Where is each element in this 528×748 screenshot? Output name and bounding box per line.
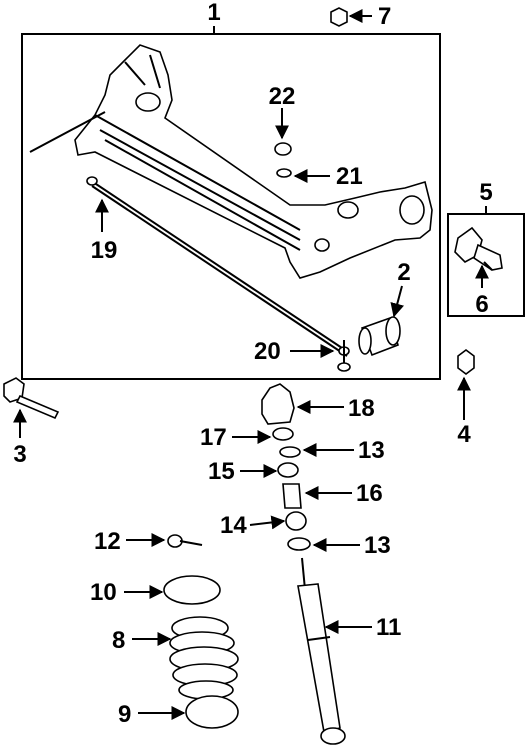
bolt-3	[3, 377, 60, 420]
callout-12: 12	[94, 528, 121, 555]
callout-6: 6	[475, 291, 488, 318]
callout-11: 11	[376, 614, 401, 641]
bump-stop	[261, 383, 295, 425]
callout-3: 3	[13, 441, 26, 468]
sleeve-16	[282, 483, 302, 509]
bolt-12	[167, 534, 203, 548]
coil-spring	[169, 616, 239, 700]
callout-10: 10	[90, 579, 117, 606]
callout-14: 14	[220, 512, 247, 539]
nut-7	[330, 7, 348, 27]
callout-15: 15	[208, 458, 235, 485]
callout-5: 5	[479, 179, 492, 206]
washer-13-lower	[287, 537, 311, 551]
callout-9: 9	[118, 701, 131, 728]
callout-7: 7	[378, 3, 391, 30]
insulator-14	[285, 511, 307, 531]
callout-16: 16	[356, 480, 383, 507]
callout-18: 18	[348, 395, 375, 422]
callout-4: 4	[457, 421, 471, 448]
callout-19: 19	[91, 237, 118, 264]
callout-13-upper: 13	[358, 437, 385, 464]
nut-4	[457, 349, 475, 375]
bolt-20	[337, 340, 351, 372]
callout-1: 1	[207, 0, 220, 26]
callout-2: 2	[397, 259, 410, 286]
rear-axle-beam	[29, 44, 433, 279]
nut-22	[274, 142, 292, 156]
callout-21: 21	[336, 163, 363, 190]
spring-insulator-lower	[185, 695, 239, 729]
spring-seat-upper	[163, 575, 221, 605]
callout-17: 17	[200, 424, 227, 451]
callout-20: 20	[254, 338, 281, 365]
callout-13-lower: 13	[364, 532, 391, 559]
axle-assembly-box	[21, 33, 441, 380]
nut-17	[272, 427, 294, 441]
bushing	[358, 316, 401, 357]
washer-21	[276, 168, 292, 178]
washer-13-upper	[279, 446, 301, 458]
callout-22: 22	[269, 83, 296, 110]
insulator-15	[277, 462, 299, 478]
spindle	[454, 226, 503, 271]
callout-8: 8	[112, 627, 125, 654]
shock-absorber	[297, 557, 346, 745]
leader-lines	[13, 9, 489, 720]
